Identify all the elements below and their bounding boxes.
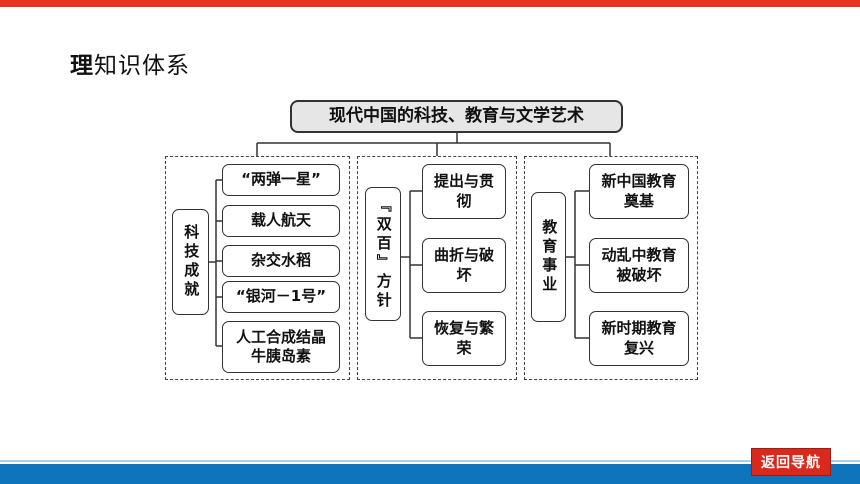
item-setback: 曲折与破坏	[422, 238, 506, 293]
bottom-accent-line	[0, 460, 860, 462]
group-tech-achievements	[165, 156, 350, 380]
top-accent-bar	[0, 0, 860, 7]
item-two-bombs-one-satellite: “两弹一星”	[222, 164, 340, 196]
section-title-lead: 理	[70, 53, 94, 79]
item-yinhe-1: “银河－1号”	[222, 281, 340, 313]
item-education-disrupted: 动乱中教育被破坏	[589, 238, 689, 293]
section-title: 理知识体系	[70, 46, 190, 80]
group-label-tech: 科技成就	[172, 209, 209, 315]
back-to-navigation-button[interactable]: 返回导航	[751, 448, 831, 476]
item-proposal: 提出与贯彻	[422, 164, 506, 219]
group-education	[524, 156, 698, 380]
root-topic: 现代中国的科技、教育与文学艺术	[290, 100, 623, 133]
section-title-rest: 知识体系	[94, 53, 190, 79]
group-shuangbai	[357, 156, 517, 380]
bottom-accent-bar	[0, 464, 860, 484]
group-label-education: 教育事业	[531, 192, 566, 322]
item-education-revival: 新时期教育复兴	[589, 311, 689, 366]
item-manned-spaceflight: 载人航天	[222, 205, 340, 237]
item-synthetic-insulin: 人工合成结晶牛胰岛素	[222, 321, 340, 373]
item-hybrid-rice: 杂交水稻	[222, 245, 340, 277]
item-education-foundation: 新中国教育奠基	[589, 164, 689, 219]
item-revival: 恢复与繁荣	[422, 311, 506, 366]
group-label-shuangbai: 『双百』方针	[365, 187, 401, 321]
